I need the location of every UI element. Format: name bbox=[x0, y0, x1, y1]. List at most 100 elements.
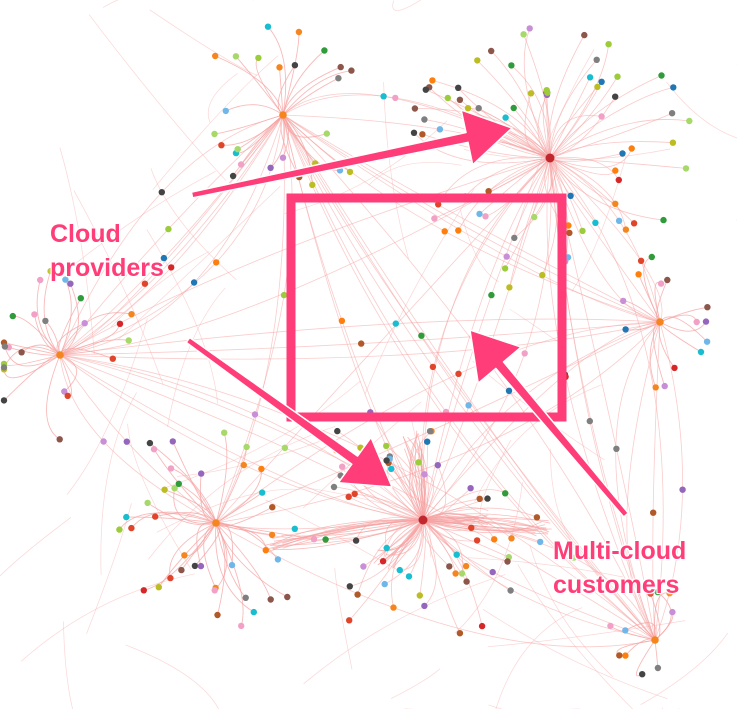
graph-node bbox=[620, 297, 627, 305]
graph-node bbox=[175, 480, 182, 487]
graph-edge bbox=[549, 112, 673, 159]
graph-edge bbox=[549, 157, 664, 641]
graph-node bbox=[255, 54, 262, 62]
graph-edge bbox=[477, 60, 551, 159]
graph-edge bbox=[464, 157, 551, 197]
graph-node bbox=[503, 253, 510, 260]
graph-edge bbox=[3, 354, 61, 379]
graph-edge bbox=[384, 519, 424, 585]
graph-node bbox=[607, 622, 614, 630]
graph-node bbox=[614, 73, 621, 80]
highlight-box-icon bbox=[286, 193, 567, 422]
graph-node bbox=[56, 436, 63, 443]
graph-node bbox=[581, 31, 588, 39]
graph-node bbox=[658, 72, 665, 79]
graph-edge bbox=[549, 75, 662, 159]
graph-node bbox=[446, 563, 453, 570]
graph-node bbox=[488, 47, 495, 55]
graph-edge bbox=[100, 392, 137, 575]
graph-node bbox=[264, 23, 272, 30]
graph-edge bbox=[548, 34, 585, 159]
graph-node bbox=[491, 536, 498, 543]
graph-node bbox=[100, 438, 107, 445]
graph-edge bbox=[69, 170, 216, 269]
graph-edge bbox=[284, 120, 448, 214]
graph-edge bbox=[147, 502, 217, 526]
graph-node bbox=[416, 592, 423, 599]
graph-edge bbox=[509, 308, 559, 343]
graph-node bbox=[686, 117, 693, 125]
graph-edge bbox=[408, 519, 424, 577]
graph-node bbox=[510, 104, 517, 112]
graph-node bbox=[291, 525, 298, 532]
graph-edge bbox=[235, 56, 284, 116]
cloud-providers-line-1: Cloud bbox=[50, 220, 121, 248]
graph-node bbox=[411, 105, 419, 112]
graph-node bbox=[594, 83, 601, 91]
graph-edge bbox=[215, 522, 272, 600]
graph-node bbox=[521, 350, 528, 357]
graph-node bbox=[421, 602, 428, 610]
graph-edge bbox=[517, 564, 633, 709]
graph-node bbox=[605, 41, 612, 48]
graph-node bbox=[405, 573, 413, 580]
graph-edge bbox=[59, 323, 121, 356]
graph-node bbox=[615, 176, 622, 184]
graph-node bbox=[392, 320, 399, 327]
graph-edge bbox=[272, 519, 424, 550]
graph-edge bbox=[59, 339, 129, 356]
graph-edge bbox=[377, 519, 424, 551]
graph-node bbox=[473, 537, 481, 544]
graph-node bbox=[228, 561, 236, 569]
graph-edge bbox=[59, 147, 95, 355]
graph-edge bbox=[282, 70, 352, 116]
arrow-icon bbox=[185, 336, 393, 488]
graph-node bbox=[613, 445, 620, 452]
graph-edge bbox=[659, 314, 698, 323]
graph-node bbox=[622, 226, 630, 233]
graph-node bbox=[476, 495, 483, 502]
graph-node bbox=[452, 570, 459, 577]
graph-edge bbox=[66, 318, 148, 495]
graph-node bbox=[243, 443, 250, 451]
graph-node bbox=[191, 562, 199, 570]
graph-node bbox=[669, 608, 676, 616]
graph-edge bbox=[146, 229, 218, 404]
graph-node bbox=[616, 652, 623, 659]
graph-node bbox=[269, 504, 276, 511]
graph-edge bbox=[511, 65, 551, 159]
graph-node bbox=[598, 113, 605, 120]
graph-edge bbox=[203, 522, 217, 589]
graph-node bbox=[221, 429, 228, 436]
graph-node bbox=[379, 558, 387, 565]
graph-node bbox=[527, 90, 535, 97]
graph-edge bbox=[333, 486, 424, 521]
graph-node bbox=[392, 94, 399, 102]
graph-edge bbox=[474, 384, 602, 502]
graph-node bbox=[566, 229, 573, 237]
graph-edge bbox=[524, 93, 551, 159]
graph-edge bbox=[59, 279, 72, 356]
graph-node bbox=[213, 259, 220, 266]
graph-node bbox=[388, 465, 395, 473]
graph-node bbox=[630, 220, 638, 227]
graph-node bbox=[346, 617, 353, 624]
graph-node bbox=[338, 317, 346, 324]
graph-edge bbox=[488, 157, 551, 192]
graph-edge bbox=[549, 119, 690, 159]
graph-node bbox=[679, 486, 686, 493]
graph-node bbox=[212, 519, 220, 527]
graph-edge bbox=[281, 519, 424, 537]
graph-edge bbox=[46, 354, 61, 440]
graph-node bbox=[167, 465, 175, 472]
graph-edge bbox=[364, 188, 475, 395]
graph-edge bbox=[59, 157, 551, 356]
graph-edge bbox=[268, 519, 424, 553]
graph-node bbox=[507, 587, 514, 594]
graph-node bbox=[704, 304, 711, 311]
graph-edge bbox=[392, 0, 421, 11]
graph-node bbox=[637, 257, 645, 264]
graph-node bbox=[274, 556, 282, 563]
graph-node bbox=[455, 370, 462, 377]
graph-node bbox=[181, 552, 188, 559]
